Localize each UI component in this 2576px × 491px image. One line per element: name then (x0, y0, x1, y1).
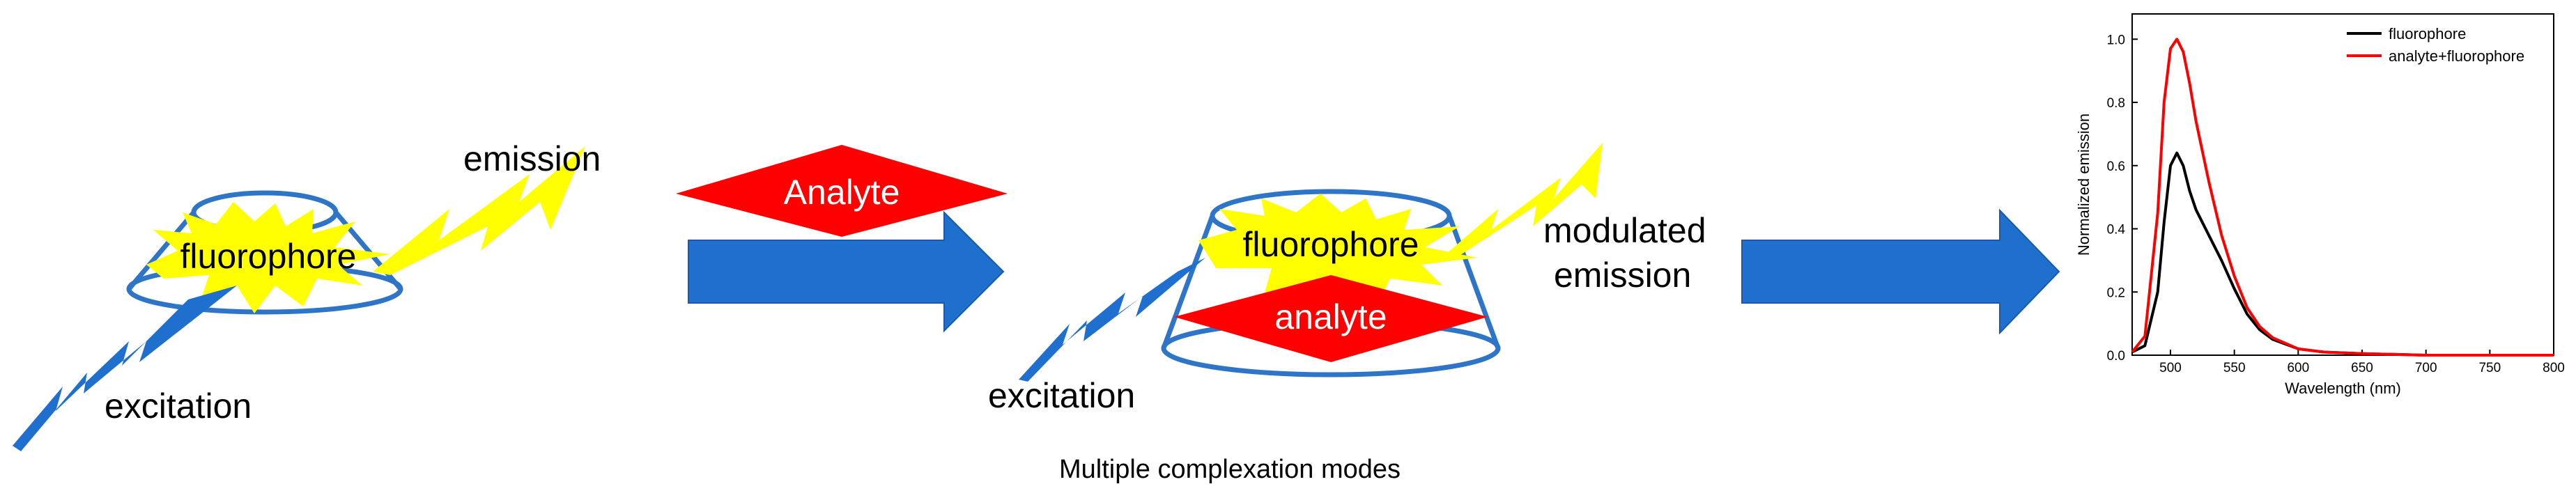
emission-spectrum-chart: 500 550 600 650 700 750 800 0.0 0.2 0.4 0.6 0.8 1.0W… (2075, 13, 2565, 397)
analyte-diamond-middle (1174, 275, 1488, 362)
middle-panel: fluorophore analyte modulated emission e… (988, 143, 2060, 415)
diagram-caption: Multiple complexation modes (1059, 455, 1401, 484)
fluorophore-label-middle: fluorophore (1243, 225, 1419, 264)
x-tick-label: 600 (2287, 361, 2309, 375)
excitation-bolt-middle (1019, 258, 1205, 382)
emission-label-left: emission (463, 139, 601, 178)
y-tick-label: 1.0 (2107, 33, 2125, 47)
emission-bolt-middle (1446, 143, 1603, 258)
y-tick-label: 0.6 (2107, 159, 2125, 174)
fluorophore-burst-left (146, 202, 390, 313)
modulated-label-line2: emission (1554, 256, 1691, 295)
legend-label-1: analyte+fluorophore (2389, 47, 2524, 65)
analyte-transition: Analyte (676, 145, 1008, 333)
x-tick-label: 700 (2415, 361, 2437, 375)
emission-bolt-left (373, 146, 585, 275)
y-tick-label: 0.0 (2107, 349, 2125, 364)
y-tick-label: 0.8 (2107, 96, 2125, 111)
left-panel: fluorophore emission excitation (13, 139, 601, 451)
legend-label-0: fluorophore (2389, 25, 2466, 42)
analyte-label-top: Analyte (784, 173, 900, 212)
excitation-bolt-left (13, 286, 237, 451)
plot-frame (2131, 13, 2554, 356)
y-tick-label: 0.2 (2107, 286, 2125, 300)
x-tick-label: 550 (2223, 361, 2246, 375)
fluorophore-burst-middle (1198, 194, 1477, 310)
y-tick-label: 0.4 (2107, 223, 2126, 237)
x-tick-label: 750 (2478, 361, 2501, 375)
y-axis-label: Normalized emission (2075, 114, 2092, 256)
cup-side-right-middle (1447, 215, 1501, 350)
excitation-label-middle: excitation (988, 376, 1135, 415)
cup-side-left-middle (1161, 215, 1215, 350)
cup-side-left (127, 210, 196, 291)
x-tick-label: 650 (2351, 361, 2373, 375)
analyte-label-middle: analyte (1274, 297, 1387, 336)
x-axis-label: Wavelength (nm) (2285, 380, 2401, 397)
process-arrow-1 (688, 210, 1005, 333)
analyte-diamond-top (676, 145, 1008, 237)
x-tick-label: 800 (2543, 361, 2565, 375)
series-line-1 (2131, 38, 2554, 357)
series-line-0 (2131, 151, 2554, 357)
x-tick-label: 500 (2159, 361, 2182, 375)
process-arrow-2 (1741, 208, 2060, 335)
excitation-label-left: excitation (105, 387, 252, 426)
modulated-label-line1: modulated (1543, 211, 1706, 250)
fluorophore-label-left: fluorophore (180, 237, 357, 276)
